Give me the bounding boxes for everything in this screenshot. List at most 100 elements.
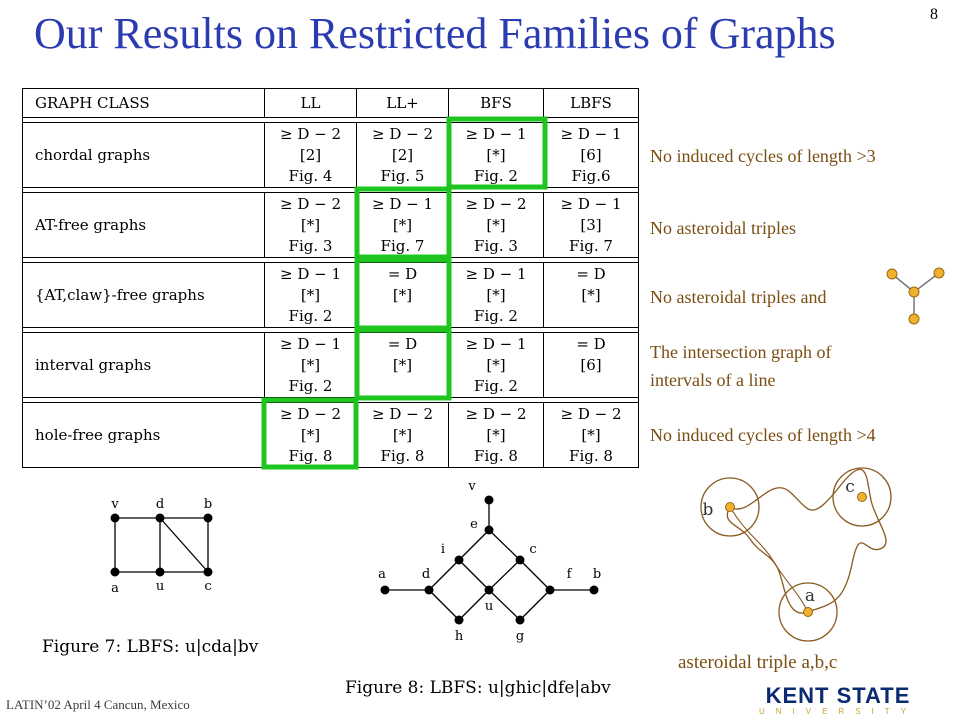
table-row: chordal graphs ≥ D − 2 [2] Fig. 4 ≥ D − 2 [2]…: [22, 122, 639, 188]
result-line: [357, 306, 448, 327]
kent-state-logo: KENT STATE UNIVERSITY: [732, 683, 944, 717]
header-bfs: BFS: [448, 88, 544, 118]
result-line: [*]: [486, 425, 506, 444]
desc-holefree: No induced cycles of length >4: [650, 425, 876, 445]
graph-class-cell: interval graphs: [22, 332, 265, 398]
result-line: ≥ D − 1: [465, 264, 527, 283]
result-cell: ≥ D − 1[*]Fig. 2: [448, 122, 544, 188]
result-line: ≥ D − 2: [560, 404, 622, 423]
desc-interval-2: intervals of a line: [650, 370, 776, 390]
fig7-label-v: v: [110, 497, 119, 512]
result-cell: = D[*]: [356, 332, 449, 398]
result-line: ≥ D − 1: [465, 124, 527, 143]
result-line: Fig. 2: [474, 306, 518, 325]
result-line: = D: [387, 264, 418, 283]
fig8-label-v: v: [467, 479, 476, 494]
result-line: Fig. 8: [288, 446, 333, 465]
result-line: Fig. 8: [569, 446, 613, 465]
result-line: ≥ D − 1: [560, 194, 622, 213]
result-cell: ≥ D − 1[*]Fig. 7: [356, 192, 449, 258]
result-line: [*]: [392, 355, 413, 374]
result-line: [*]: [392, 215, 413, 234]
result-line: Fig. 2: [288, 376, 333, 395]
result-cell: ≥ D − 2[*]Fig. 8: [356, 402, 449, 468]
slide-title: Our Results on Restricted Families of Gr…: [34, 9, 836, 58]
claw-graph-icon: [886, 267, 945, 325]
fig8-label-c: c: [529, 542, 536, 557]
logo-main-text: KENT STATE: [765, 683, 911, 708]
desc-chordal: No induced cycles of length >3: [650, 146, 876, 166]
result-line: ≥ D − 2: [465, 404, 527, 423]
figure8-caption: Figure 8: LBFS: u|ghic|dfe|abv: [345, 678, 611, 698]
result-line: ≥ D − 2: [279, 194, 341, 213]
result-line: [544, 306, 638, 327]
result-line: [6]: [580, 145, 602, 164]
result-cell: ≥ D − 1[*]Fig. 2: [264, 262, 357, 328]
result-line: [*]: [486, 215, 506, 234]
result-cell: ≥ D − 1 [*] Fig. 2: [448, 262, 544, 328]
result-line: [6]: [580, 355, 602, 374]
table-body: chordal graphs ≥ D − 2 [2] Fig. 4 ≥ D − 2 [2]…: [22, 117, 639, 468]
result-line: [*]: [300, 215, 321, 234]
fig8-label-d: d: [422, 567, 430, 582]
result-line: = D: [576, 264, 606, 283]
result-line: ≥ D − 1: [279, 264, 341, 283]
result-line: [2]: [391, 145, 414, 164]
fig7-label-a: a: [111, 581, 119, 596]
result-cell: ≥ D − 2 [*] Fig. 3: [264, 192, 357, 258]
fig8-label-h: h: [455, 629, 464, 644]
result-line: [*]: [486, 355, 506, 374]
result-line: Fig. 4: [288, 166, 333, 185]
result-line: [357, 376, 448, 397]
row-spacer: [22, 117, 639, 123]
result-line: Fig. 3: [474, 236, 518, 255]
fig7-label-c: c: [204, 579, 211, 594]
result-line: [*]: [581, 285, 601, 304]
result-line: ≥ D − 2: [371, 124, 433, 143]
results-table: GRAPH CLASS LL LL+ BFS LBFS chordal grap…: [22, 88, 639, 468]
result-line: ≥ D − 2: [279, 124, 341, 143]
asteroid-caption: asteroidal triple a,b,c: [678, 652, 838, 673]
table-row: AT-free graphs≥ D − 2[*]Fig. 3≥ D − 1[*]…: [22, 192, 639, 258]
result-line: Fig.6: [571, 166, 611, 185]
fig8-label-e: e: [470, 517, 478, 532]
result-cell: = D[*]: [356, 262, 449, 328]
graph-class-cell: {AT,claw}-free graphs: [22, 262, 265, 328]
spacer-cell: [22, 117, 639, 123]
table-row: {AT,claw}-free graphs ≥ D − 1 [*] Fig. 2 = D…: [22, 262, 639, 328]
result-line: ≥ D − 2: [371, 404, 433, 423]
result-line: [3]: [580, 215, 602, 234]
result-line: ≥ D − 1: [560, 124, 622, 143]
graph-class-cell: chordal graphs: [22, 122, 265, 188]
figure7-graph: v d b a u c: [110, 497, 213, 596]
fig7-label-u: u: [156, 579, 164, 594]
result-line: [*]: [486, 285, 506, 304]
result-cell: ≥ D − 2 [2] Fig. 5: [356, 122, 449, 188]
spacer-cell: [22, 327, 639, 333]
header-llplus: LL+: [356, 88, 449, 118]
result-cell: ≥ D − 2 [*] Fig. 8: [448, 402, 544, 468]
result-cell: = D[6]: [543, 332, 639, 398]
desc-atclaw: No asteroidal triples and: [650, 287, 827, 307]
result-line: [544, 376, 638, 397]
fig8-label-i: i: [441, 542, 445, 557]
desc-atfree: No asteroidal triples: [650, 218, 796, 238]
result-line: Fig. 2: [474, 376, 518, 395]
result-line: Fig. 8: [474, 446, 518, 465]
result-line: Fig. 3: [288, 236, 333, 255]
result-cell: ≥ D − 2[*]Fig. 3: [448, 192, 544, 258]
header-row: GRAPH CLASS LL LL+ BFS LBFS: [22, 88, 639, 118]
footer-text: LATIN’02 April 4 Cancun, Mexico: [6, 697, 190, 712]
asteroidal-triple-diagram: b c a: [700, 467, 892, 642]
asteroid-label-c: c: [845, 477, 855, 497]
graph-class-cell: AT-free graphs: [22, 192, 265, 258]
result-line: [2]: [299, 145, 322, 164]
page-number: 8: [930, 6, 938, 23]
result-line: Fig. 7: [569, 236, 613, 255]
result-line: Fig. 5: [380, 166, 425, 185]
spacer-cell: [22, 187, 639, 193]
asteroid-label-b: b: [703, 500, 714, 520]
result-cell: ≥ D − 2 [2] Fig. 4: [264, 122, 357, 188]
result-cell: ≥ D − 2[*]Fig. 8: [264, 402, 357, 468]
result-cell: ≥ D − 1 [6] Fig.6: [543, 122, 639, 188]
